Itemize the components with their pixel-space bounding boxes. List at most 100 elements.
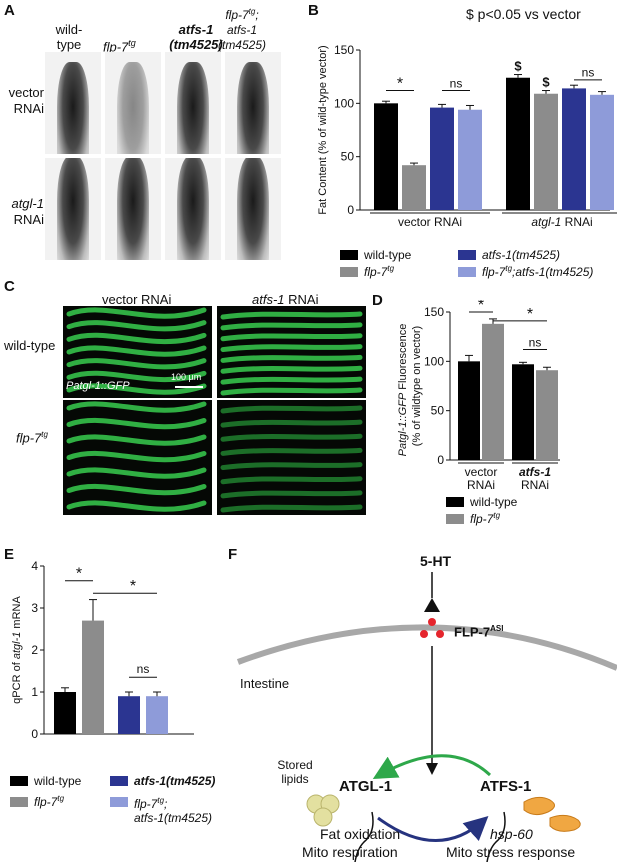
- legend-e-double: flp-7tg;atfs-1(tm4525): [110, 794, 212, 825]
- legend-b-wild-type: wild-type: [340, 248, 411, 262]
- gfp-worm: [220, 447, 363, 456]
- y-axis-label: Patgl-1::GFP Fluorescence: [397, 324, 409, 457]
- 5ht-triangle: [424, 598, 440, 612]
- label-stored-lipids: Stored lipids: [277, 758, 313, 786]
- micrograph-tile: [225, 52, 281, 154]
- header-atfs1: atfs-1 (tm4525): [169, 22, 223, 52]
- gfp-worm: [66, 345, 207, 357]
- gfp-worm: [220, 490, 363, 499]
- gfp-worm: [66, 434, 207, 446]
- flp7-dot: [436, 630, 444, 638]
- row-c-wild-type: wild-type: [4, 338, 56, 353]
- mito-shape: [549, 814, 581, 832]
- x-group-label: atfs-1: [519, 465, 551, 479]
- y-tick-label: 100: [424, 354, 444, 368]
- sig-ns: ns: [137, 662, 150, 676]
- gfp-worm: [220, 322, 363, 331]
- bar: [506, 77, 530, 210]
- header-c-vector: vector RNAi: [102, 292, 172, 307]
- lipid-droplet: [313, 807, 333, 827]
- sig-dollar: $: [542, 74, 550, 89]
- worm-stain: [237, 158, 269, 260]
- gfp-image-wt-atfs1: [217, 306, 366, 398]
- y-axis-label: qPCR of atgl-1 mRNA: [11, 596, 23, 704]
- sig-dollar: $: [514, 58, 522, 73]
- x-group-label: vector: [465, 465, 498, 479]
- y-tick-label: 50: [431, 404, 445, 418]
- panel-letter-f: F: [228, 546, 238, 563]
- gfp-worm: [66, 401, 207, 413]
- gfp-worm: [66, 417, 207, 430]
- gfp-worm: [66, 467, 207, 479]
- sig-star: *: [130, 578, 136, 595]
- x-group-label: RNAi: [521, 478, 549, 492]
- legend-b-double: flp-7tg;atfs-1(tm4525): [458, 264, 593, 279]
- micrograph-tile: [45, 158, 101, 260]
- row-c-flp7tg: flp-7tg: [16, 430, 48, 446]
- legend-e-atfs1: atfs-1(tm4525): [110, 774, 215, 788]
- gfp-worm: [220, 311, 363, 320]
- mito-shape: [523, 796, 555, 816]
- scale-bar: [175, 386, 203, 388]
- bar: [512, 364, 534, 460]
- gfp-worm: [220, 365, 363, 374]
- gfp-worm: [220, 387, 363, 396]
- micrograph-tile: [105, 158, 161, 260]
- gfp-worm: [220, 433, 363, 442]
- panel-letter-d: D: [372, 292, 383, 309]
- significance-note: $ p<0.05 vs vector: [466, 6, 581, 22]
- label-intestine: Intestine: [240, 676, 290, 691]
- y-tick-label: 100: [334, 96, 354, 110]
- legend-b-flp7tg: flp-7tg: [340, 264, 394, 279]
- gfp-image-flp-atfs1: [217, 400, 366, 515]
- worm-stain: [177, 158, 209, 260]
- row-label-vector: vector RNAi: [8, 85, 44, 116]
- worm-stain: [57, 158, 89, 260]
- gfp-worm: [66, 500, 207, 512]
- pathway-diagram: [236, 572, 617, 862]
- sig-ns: ns: [450, 76, 463, 90]
- intestine-membrane: [236, 624, 617, 671]
- header-wild-type: wild-type: [55, 22, 83, 52]
- bar: [146, 696, 168, 734]
- y-tick-label: 0: [437, 453, 444, 467]
- x-group-label: RNAi: [467, 478, 495, 492]
- x-group-label: vector RNAi: [398, 215, 462, 229]
- label-flp7: FLP-7ASI: [454, 624, 504, 640]
- gfp-worm: [220, 405, 363, 414]
- sig-star: *: [527, 306, 533, 323]
- bar: [54, 692, 76, 734]
- gfp-worm: [220, 419, 363, 428]
- gfp-worm: [66, 450, 207, 463]
- worm-stain: [237, 62, 269, 154]
- blue-arrow: [377, 815, 489, 842]
- gfp-worm: [220, 376, 363, 385]
- worm-stain: [117, 62, 149, 154]
- legend-e-flp7tg: flp-7tg: [10, 794, 64, 809]
- bar: [458, 109, 482, 210]
- sig-star: *: [478, 300, 484, 314]
- legend-b-atfs1: atfs-1(tm4525): [458, 248, 560, 262]
- bar: [562, 88, 586, 210]
- bar: [374, 103, 398, 210]
- gfp-worm: [220, 462, 363, 471]
- scale-bar-label: 100 µm: [171, 372, 202, 382]
- bar: [82, 620, 104, 734]
- legend-e-wild-type: wild-type: [10, 774, 81, 788]
- row-label-atgl1: atgl-1 RNAi: [11, 196, 44, 227]
- sig-ns: ns: [582, 66, 595, 80]
- header-flp7tg: flp-7tg: [103, 38, 136, 55]
- gfp-worm: [220, 333, 363, 342]
- gfp-worm: [220, 354, 363, 363]
- y-axis-label-2: (% of wildtype on vector): [411, 326, 423, 446]
- gfp-worm: [220, 476, 363, 485]
- y-tick-label: 50: [341, 150, 355, 164]
- micrograph-tile: [225, 158, 281, 260]
- y-tick-label: 4: [31, 559, 38, 573]
- y-tick-label: 150: [424, 305, 444, 319]
- gfp-worm: [66, 483, 207, 496]
- label-mito-stress: Mito stress response: [446, 844, 576, 860]
